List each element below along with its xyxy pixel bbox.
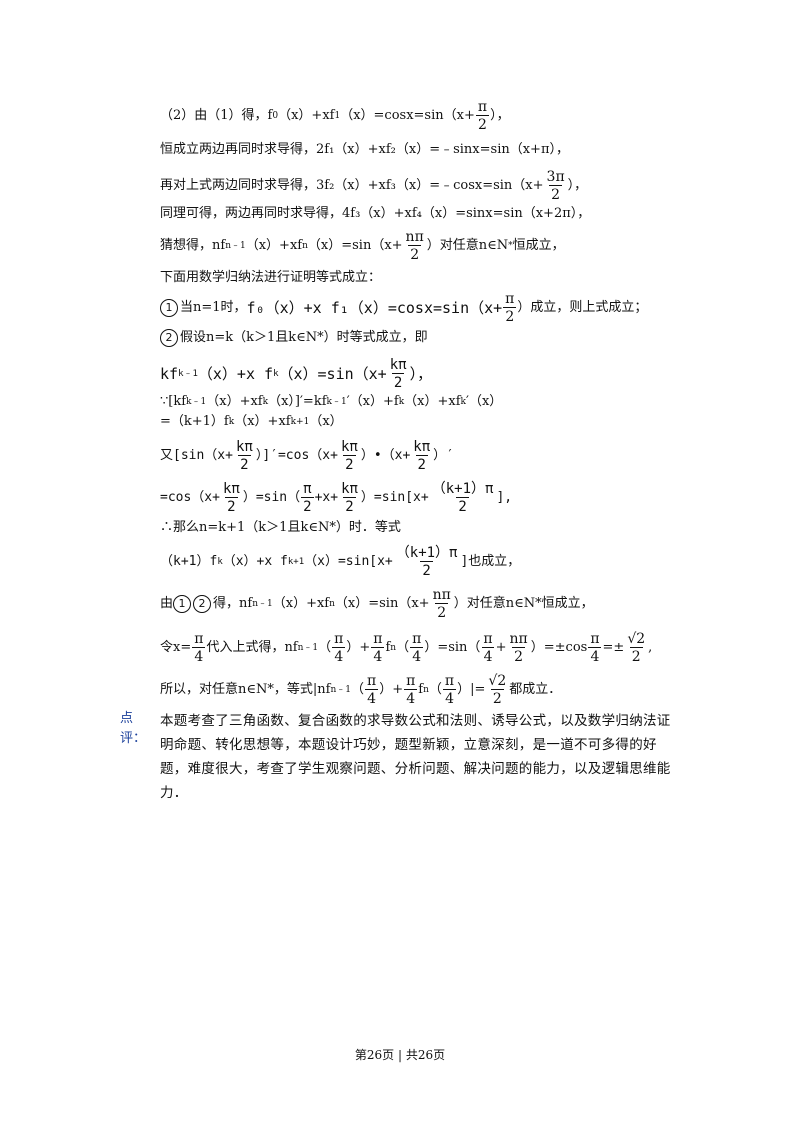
circled-number-1: 1 [173,595,192,613]
solution-line-6: 下面用数学归纳法进行证明等式成立： [160,270,382,285]
circled-number-2: 2 [193,595,212,613]
solution-line-3: 再对上式两边同时求导得，3f₂（x）+xf₃（x）=﹣cosx=sin（x+ 3… [160,169,588,203]
solution-line-8: 2 假设n=k（k＞1且k∈N*）时等式成立，即 [160,328,428,348]
circled-number-1: 1 [160,299,178,317]
solution-line-2: 恒成立两边再同时求导得，2f₁（x）+xf₂（x）=﹣sinx=sin（x+π）… [160,142,569,157]
solution-line-4: 同理可得，两边再同时求导得，4f₃（x）+xf₄（x）=sinx=sin（x+2… [160,206,591,221]
circled-number-2: 2 [160,329,178,347]
comment-text: 本题考查了三角函数、复合函数的求导数公式和法则、诱导公式，以及数学归纳法证明命题… [160,713,671,801]
solution-line-14: ∴那么n=k+1（k＞1且k∈N*）时．等式 [160,520,401,535]
comment-label: 点评： [120,711,147,746]
page-footer: 第26页 | 共26页 [354,1048,446,1062]
